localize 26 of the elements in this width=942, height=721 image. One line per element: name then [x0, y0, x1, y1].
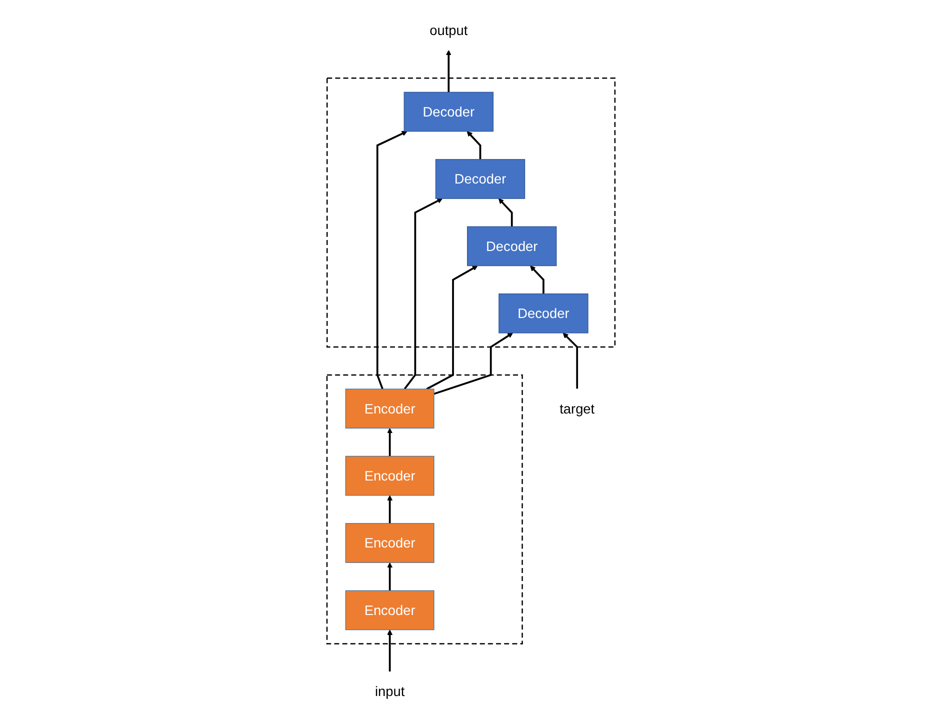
arrow	[446, 49, 452, 92]
arrow	[562, 332, 578, 388]
node-text: output	[430, 22, 468, 38]
node-box: Decoder	[467, 226, 557, 266]
cluster	[326, 374, 523, 644]
node-box: Encoder	[345, 590, 434, 630]
node-box: Decoder	[435, 158, 526, 198]
arrow	[498, 198, 513, 226]
node-text: target	[560, 400, 595, 416]
arrow	[387, 562, 393, 590]
node-box: Encoder	[345, 388, 434, 428]
arrow	[434, 332, 514, 394]
arrow	[426, 265, 478, 390]
arrow	[387, 629, 393, 672]
node-box: Decoder	[404, 91, 494, 132]
arrow	[530, 265, 544, 294]
arrow	[376, 130, 408, 389]
node-box: Encoder	[345, 455, 434, 496]
arrow	[466, 130, 482, 159]
node-box: Decoder	[498, 292, 588, 333]
arrow	[387, 494, 393, 523]
node-box: Encoder	[345, 522, 434, 562]
node-text: input	[375, 683, 405, 699]
arrow	[404, 198, 443, 390]
cluster	[326, 77, 616, 348]
arrow	[387, 427, 393, 456]
